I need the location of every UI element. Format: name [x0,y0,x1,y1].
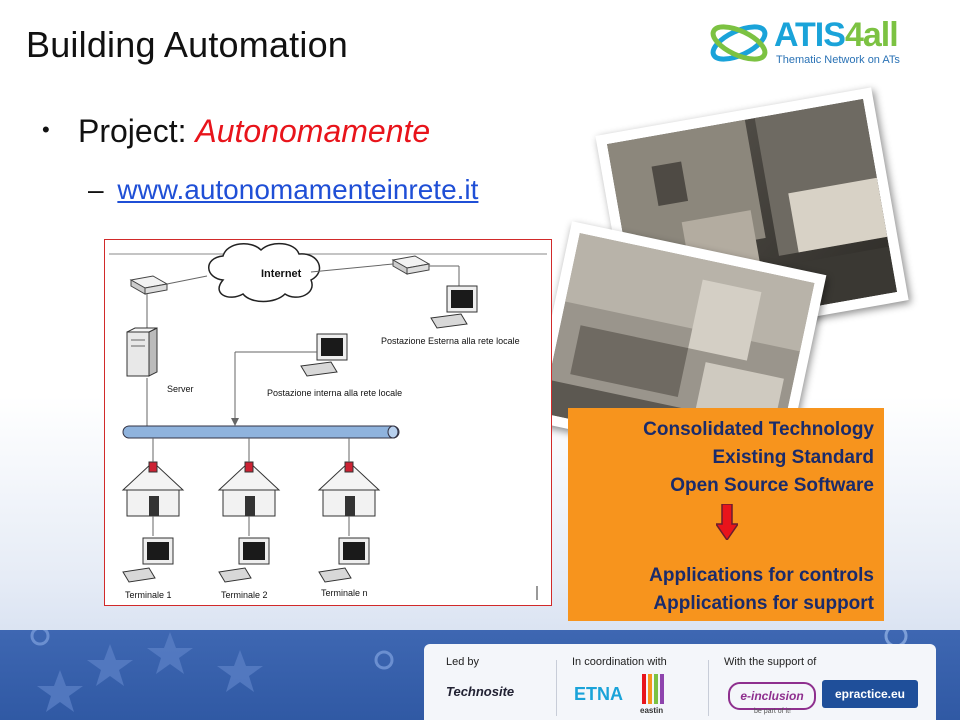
server-icon [126,327,158,377]
einclusion-logo: e-inclusion [728,682,816,710]
subbullet-link: – www.autonomamenteinrete.it [88,174,478,206]
internal-station-label: Postazione interna alla rete locale [267,388,402,398]
terminal-2-icon [218,537,270,583]
network-diagram: Internet Postazione Esterna alla rete lo… [104,239,552,606]
internet-cloud-icon [208,242,321,303]
subbullet-dash: – [88,174,104,205]
info-line-4: Applications for controls [649,565,874,586]
terminal-2-label: Terminale 2 [221,590,268,600]
logo-name-a: ATIS [774,16,846,54]
network-diagram-svg: Internet Postazione Esterna alla rete lo… [109,242,547,600]
coordination-label: In coordination with [572,656,667,668]
project-website-link[interactable]: www.autonomamenteinrete.it [117,174,479,205]
technosite-logo: Technosite [446,684,515,699]
server-label: Server [167,384,194,394]
etna-logo: ETNA [574,684,623,704]
eastin-logo: eastin [640,706,664,715]
star-pattern-icon [30,630,394,712]
down-arrow-icon [716,504,738,540]
bullet-label: Project: [78,113,196,149]
led-by-label: Led by [446,656,480,668]
house-1-icon [121,461,185,517]
house-2-icon [217,461,281,517]
info-line-3: Open Source Software [670,475,874,496]
atis4all-logo: ATIS4all Thematic Network on ATs [706,12,928,72]
lan-bus-icon [122,425,400,439]
info-line-1: Consolidated Technology [643,419,874,440]
router-left-icon [129,275,169,295]
terminal-n-icon [318,537,370,583]
terminal-1-label: Terminale 1 [125,590,172,600]
logo-name-b: 4all [844,16,899,54]
terminal-n-label: Terminale n [321,588,368,598]
support-label: With the support of [724,656,817,668]
info-line-5: Applications for support [653,593,874,614]
logo-subtitle: Thematic Network on ATs [776,54,900,66]
partner-bar: Led by In coordination with With the sup… [424,644,936,720]
external-station-label: Postazione Esterna alla rete locale [381,336,520,346]
footer: Led by In coordination with With the sup… [0,630,960,720]
bullet-project: • Project: Autonomamente [42,113,430,150]
slide-title: Building Automation [26,24,349,65]
epractice-logo: epractice.eu [822,680,918,708]
router-right-icon [391,255,431,275]
info-box: Consolidated Technology Existing Standar… [568,408,884,621]
house-3-icon [317,461,381,517]
project-name: Autonomamente [195,113,431,149]
eastin-bars-icon [642,674,664,704]
info-line-2: Existing Standard [712,447,874,468]
einclusion-tagline: be part of it! [754,708,791,715]
internal-workstation-icon [300,333,348,377]
bullet-dot-icon: • [42,117,50,142]
terminal-1-icon [122,537,174,583]
globe-orbit-icon [710,24,768,62]
external-workstation-icon [430,285,478,329]
internet-label: Internet [261,268,302,280]
